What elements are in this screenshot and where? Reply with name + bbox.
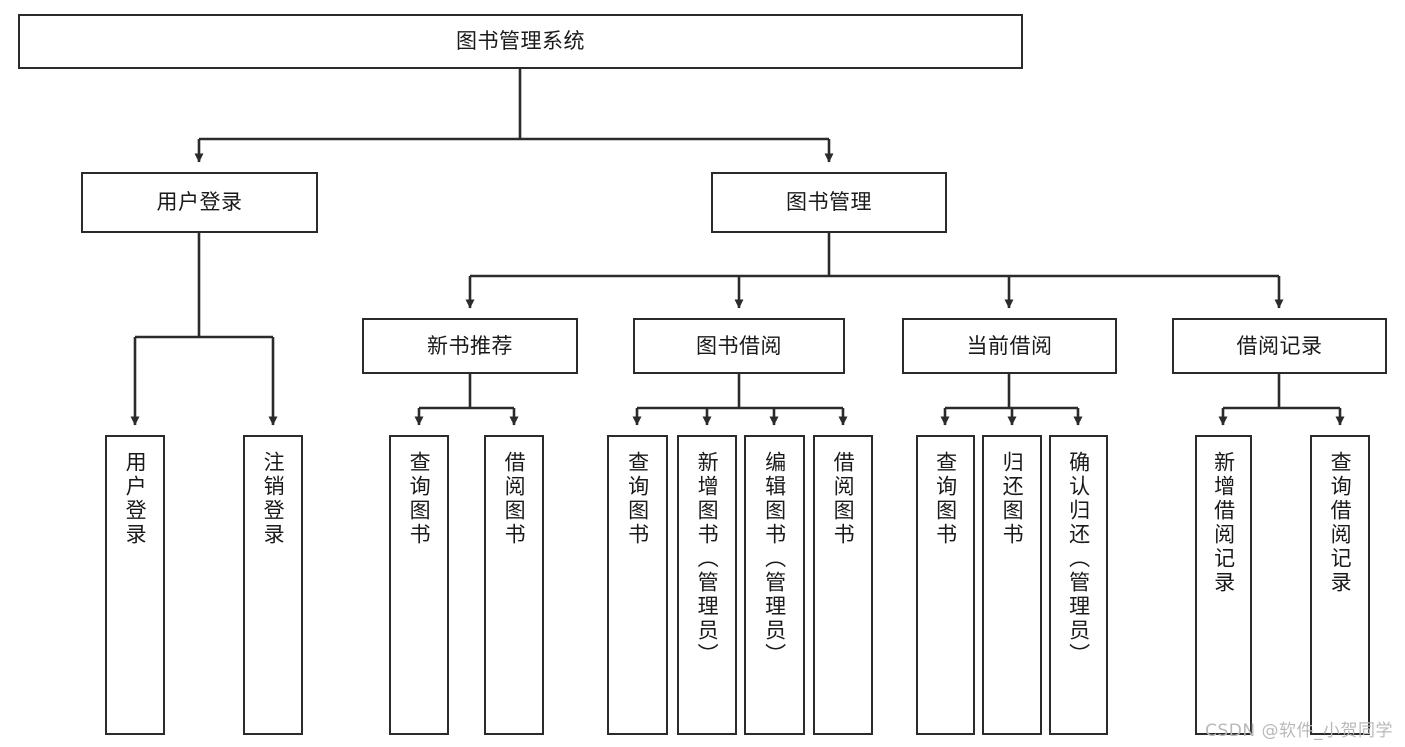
node-label: 新书推荐: [427, 333, 513, 358]
node-label: 归还图书: [1000, 451, 1025, 547]
node-leaf-query-book-3[interactable]: 查询图书: [916, 435, 975, 735]
node-leaf-query-book-2[interactable]: 查询图书: [607, 435, 668, 735]
node-label: 查询图书: [407, 451, 432, 547]
node-root-system[interactable]: 图书管理系统: [18, 14, 1023, 69]
node-label: 查询图书: [933, 451, 958, 547]
node-current-borrow[interactable]: 当前借阅: [902, 318, 1117, 374]
node-leaf-borrow-book-2[interactable]: 借阅图书: [813, 435, 873, 735]
node-leaf-logout-login[interactable]: 注销登录: [243, 435, 303, 735]
node-label: 用户登录: [123, 451, 148, 547]
node-label: 当前借阅: [966, 333, 1053, 358]
node-label: 确认归还（管理员）: [1066, 451, 1091, 667]
node-leaf-confirm-return-admin[interactable]: 确认归还（管理员）: [1049, 435, 1108, 735]
node-label: 查询借阅记录: [1328, 451, 1353, 595]
node-leaf-user-login[interactable]: 用户登录: [105, 435, 165, 735]
node-label: 新增借阅记录: [1211, 451, 1236, 595]
node-label: 图书管理系统: [456, 29, 585, 54]
node-book-borrow[interactable]: 图书借阅: [633, 318, 845, 374]
node-borrow-record[interactable]: 借阅记录: [1172, 318, 1387, 374]
node-label: 借阅图书: [502, 451, 527, 547]
node-leaf-return-book[interactable]: 归还图书: [982, 435, 1042, 735]
node-label: 图书管理: [786, 190, 872, 215]
node-label: 注销登录: [261, 451, 286, 547]
node-leaf-edit-book-admin[interactable]: 编辑图书（管理员）: [744, 435, 805, 735]
node-leaf-query-book-1[interactable]: 查询图书: [389, 435, 449, 735]
node-label: 借阅记录: [1236, 333, 1323, 358]
node-leaf-add-borrow-record[interactable]: 新增借阅记录: [1195, 435, 1252, 735]
node-label: 查询图书: [625, 451, 650, 547]
node-leaf-add-book-admin[interactable]: 新增图书（管理员）: [677, 435, 737, 735]
csdn-watermark: CSDN @软件_小贺同学: [1205, 721, 1393, 741]
node-user-login[interactable]: 用户登录: [81, 172, 318, 233]
node-book-manage[interactable]: 图书管理: [711, 172, 947, 233]
node-leaf-query-borrow-record[interactable]: 查询借阅记录: [1310, 435, 1370, 735]
node-label: 用户登录: [156, 190, 243, 215]
node-label: 图书借阅: [696, 333, 782, 358]
node-leaf-borrow-book-1[interactable]: 借阅图书: [484, 435, 544, 735]
node-label: 编辑图书（管理员）: [762, 451, 787, 667]
node-label: 新增图书（管理员）: [695, 451, 720, 667]
node-new-book-recommend[interactable]: 新书推荐: [362, 318, 578, 374]
node-label: 借阅图书: [831, 451, 856, 547]
